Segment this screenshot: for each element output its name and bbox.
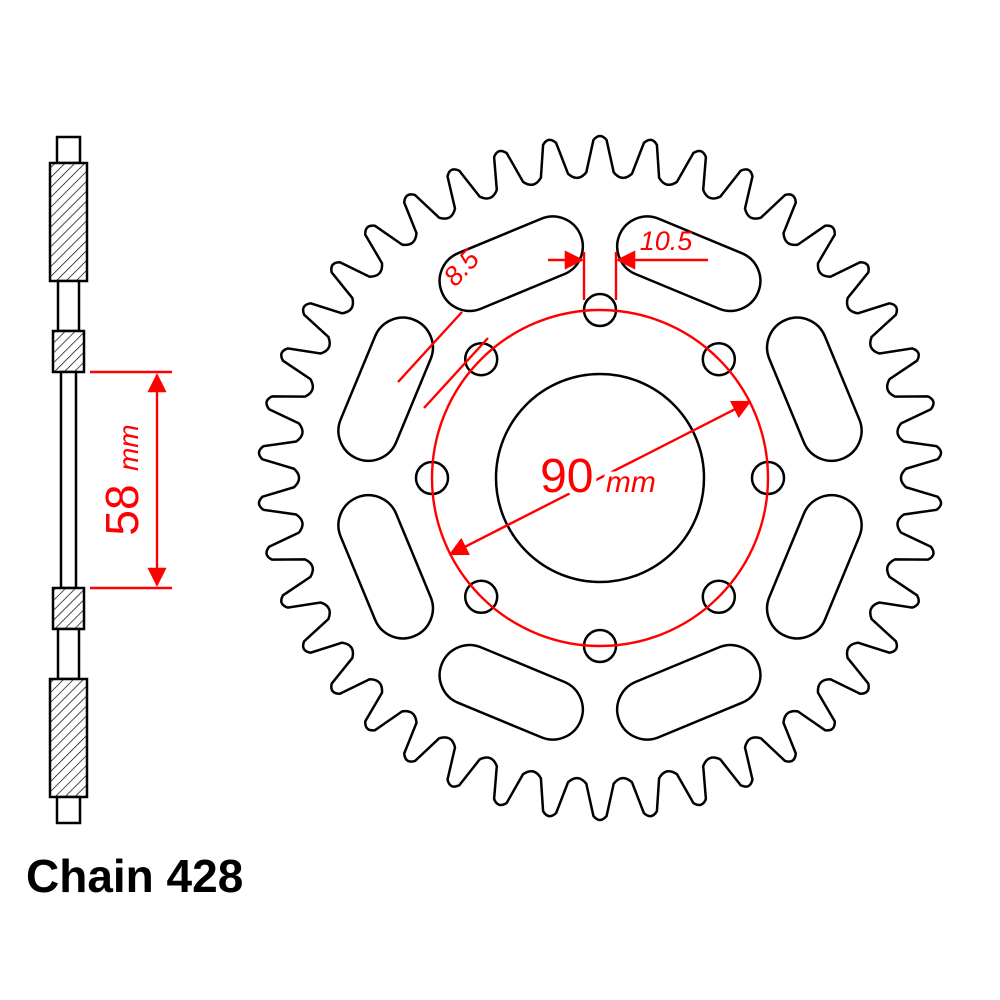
dim-90-diameter-line — [448, 400, 752, 556]
side-hub-hatched-top — [51, 329, 86, 374]
lightening-slot — [615, 215, 762, 313]
dimension-bolt-circle: 90 mm — [430, 308, 770, 648]
sprocket-side-view — [48, 135, 89, 825]
dim-8-5-line-b — [423, 337, 489, 409]
side-center-strip — [59, 370, 78, 590]
chain-size-label: Chain 428 — [26, 850, 243, 902]
lightening-slot — [438, 643, 585, 741]
dim-58-label: 58 mm — [96, 424, 148, 535]
lightening-slot — [438, 215, 585, 313]
dim-90-circle — [430, 308, 770, 648]
dim-90-label: 90 mm — [540, 450, 656, 503]
side-plate-hatched-bottom — [48, 677, 89, 799]
side-neck-top — [56, 279, 81, 333]
dim-8-5-line-a — [397, 311, 463, 383]
lightening-slot — [337, 493, 435, 640]
dimension-hole-10-5: 10.5 — [548, 226, 708, 300]
dimension-hub-width: 58 mm — [90, 370, 172, 590]
dim-10-5-label: 10.5 — [640, 226, 694, 256]
lightening-slot — [765, 316, 863, 463]
side-tooth-tip-bottom — [55, 795, 82, 825]
side-neck-bottom — [56, 627, 81, 681]
side-plate-hatched-top — [48, 161, 89, 283]
lightening-slot — [337, 316, 435, 463]
lightening-slot — [615, 643, 762, 741]
side-tooth-tip-top — [55, 135, 82, 165]
lightening-slot — [765, 493, 863, 640]
side-hub-hatched-bottom — [51, 586, 86, 631]
